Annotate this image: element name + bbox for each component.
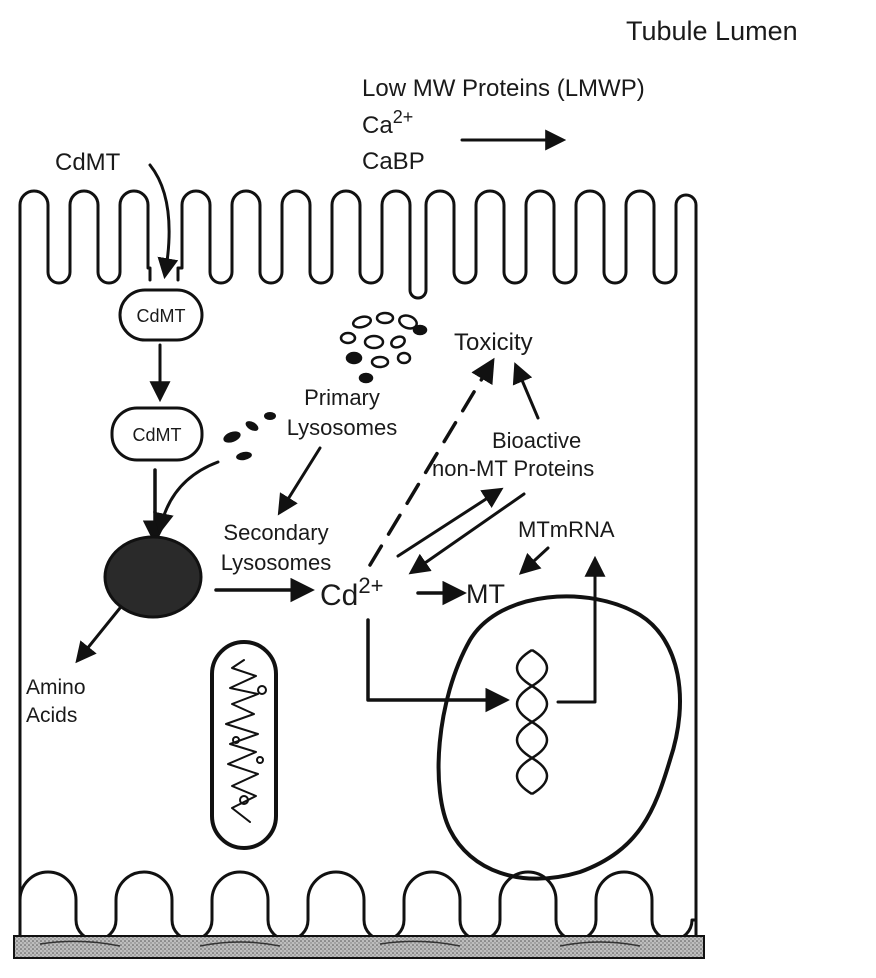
- cdmt-uptake-arrow: [150, 165, 169, 275]
- basement-membrane: [14, 936, 704, 958]
- fusion-arrow-left: [160, 462, 218, 530]
- mtmrna-label: MTmRNA: [518, 517, 615, 542]
- primary-lysosome-fragments-left: [222, 412, 276, 461]
- tubule-lumen-label: Tubule Lumen: [626, 16, 798, 46]
- cdmt-vesicle-1: CdMT: [120, 290, 202, 340]
- secondary-lysosome: [105, 537, 201, 617]
- amino-acids-label-2: Acids: [26, 704, 77, 727]
- secondary-lysosomes-label-1: Secondary: [223, 520, 328, 545]
- primary-lysosomes-label-1: Primary: [304, 385, 380, 410]
- amino-acid-arrow: [78, 608, 120, 660]
- cadmium-ion-label: Cd2+: [320, 573, 383, 612]
- mt-label: MT: [466, 579, 505, 609]
- amino-acids-label-1: Amino: [26, 676, 86, 699]
- cdmt-outside-label: CdMT: [55, 149, 121, 176]
- cdmt-vesicle-2-label: CdMT: [133, 425, 182, 445]
- bioactive-to-cd-arrow: [412, 494, 524, 572]
- cdmt-vesicle-2: CdMT: [112, 408, 202, 460]
- toxicity-label: Toxicity: [454, 329, 533, 356]
- basal-membrane: [20, 872, 696, 940]
- bioactive-to-toxicity-arrow: [516, 366, 538, 418]
- nucleus: [439, 596, 680, 878]
- dna-helix: [517, 650, 547, 794]
- mrna-to-mt-arrow: [522, 548, 548, 572]
- calcium-label: Ca2+: [362, 107, 413, 139]
- cd-to-nucleus-arrow: [368, 620, 505, 700]
- bioactive-label-2: non-MT Proteins: [432, 456, 594, 481]
- mitochondrion: [212, 642, 276, 848]
- cabp-label: CaBP: [362, 148, 425, 175]
- cdmt-vesicle-1-label: CdMT: [137, 306, 186, 326]
- secondary-lysosomes-label-2: Lysosomes: [221, 550, 331, 575]
- primary-lysosomes-label-2: Lysosomes: [287, 415, 397, 440]
- nucleus-to-mrna-arrow: [558, 560, 595, 702]
- primary-to-secondary-arrow: [280, 448, 320, 512]
- bioactive-label-1: Bioactive: [492, 428, 581, 453]
- primary-lysosome-cluster: [341, 313, 426, 382]
- lmwp-label: Low MW Proteins (LMWP): [362, 75, 645, 102]
